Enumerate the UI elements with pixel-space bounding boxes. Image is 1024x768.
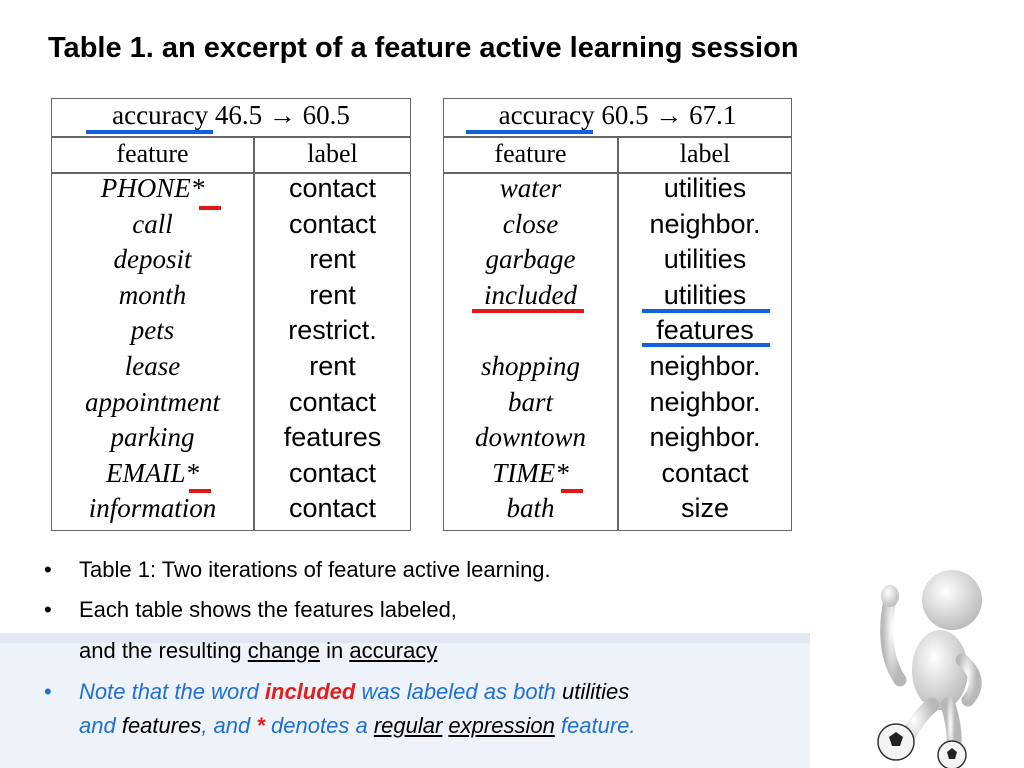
feature-cell: call bbox=[132, 208, 173, 239]
label-cell: contact bbox=[288, 386, 377, 417]
feature-cell: appointment bbox=[85, 386, 220, 417]
feature-cell: TIME* bbox=[492, 457, 569, 488]
accuracy-word: accuracy bbox=[112, 100, 209, 130]
label-cell: neighbor. bbox=[649, 422, 761, 453]
label-cell: contact bbox=[288, 457, 377, 488]
utilities-underline bbox=[642, 309, 770, 313]
bullet-dot: • bbox=[44, 557, 52, 582]
expression-word: expression bbox=[448, 713, 555, 738]
label-cell: rent bbox=[309, 244, 356, 275]
column-header-feature: feature bbox=[494, 139, 567, 168]
feature-cell: bath bbox=[506, 493, 555, 524]
accuracy-word: accuracy bbox=[349, 638, 438, 663]
regex-star-underline bbox=[189, 489, 211, 493]
feature-cell: month bbox=[118, 279, 187, 310]
feature-cell: shopping bbox=[480, 351, 580, 381]
feature-cell: garbage bbox=[485, 244, 576, 275]
label-cell: contact bbox=[288, 208, 377, 239]
column-header-feature: feature bbox=[116, 139, 189, 168]
label-cell: rent bbox=[309, 279, 356, 310]
feature-cell: PHONE* bbox=[100, 173, 205, 203]
feature-cell: pets bbox=[130, 315, 175, 346]
bullet-text: and features, and * denotes a regular ex… bbox=[79, 713, 636, 738]
label-cell: neighbor. bbox=[649, 351, 761, 381]
label-cell: utilities bbox=[663, 244, 747, 275]
feature-cell: deposit bbox=[113, 244, 192, 275]
feature-table-right: accuracy 60.5 → 67.1 feature label water… bbox=[443, 98, 792, 531]
regular-word: regular bbox=[373, 713, 443, 738]
regex-star-underline bbox=[561, 489, 583, 493]
change-word: change bbox=[247, 638, 320, 663]
bottom-background-band bbox=[0, 633, 810, 768]
bullet-text: Note that the word included was labeled … bbox=[79, 679, 630, 704]
included-underline bbox=[472, 309, 584, 313]
accuracy-values: 46.5 → 60.5 bbox=[214, 100, 350, 130]
feature-cell: EMAIL* bbox=[106, 457, 199, 488]
accuracy-caption: accuracy 60.5 → 67.1 bbox=[444, 102, 791, 129]
accuracy-values: 60.5 → 67.1 bbox=[601, 100, 737, 130]
feature-cell: close bbox=[502, 208, 559, 239]
table-divider bbox=[52, 136, 410, 138]
label-cell: features bbox=[656, 315, 754, 346]
column-header-label: label bbox=[307, 139, 358, 168]
accuracy-underline bbox=[86, 130, 213, 134]
bullet-dot: • bbox=[44, 679, 52, 704]
label-cell: size bbox=[680, 493, 729, 524]
bullet-text: and the resulting change in accuracy bbox=[79, 638, 438, 663]
label-cell: neighbor. bbox=[649, 208, 761, 239]
included-word: included bbox=[264, 679, 356, 704]
label-cell: features bbox=[283, 422, 382, 453]
feature-cell: downtown bbox=[474, 422, 587, 453]
label-cell: contact bbox=[288, 173, 377, 203]
label-cell: rent bbox=[309, 351, 356, 381]
star-symbol: * bbox=[256, 713, 265, 738]
label-cell: contact bbox=[288, 493, 377, 524]
bottom-background-strip bbox=[0, 633, 810, 643]
label-cell: restrict. bbox=[288, 315, 377, 346]
bullet-text: Each table shows the features labeled, bbox=[79, 597, 457, 622]
regex-star-underline bbox=[199, 206, 221, 210]
accuracy-caption: accuracy 46.5 → 60.5 bbox=[52, 102, 410, 129]
feature-table-left: accuracy 46.5 → 60.5 feature label PHONE… bbox=[51, 98, 411, 531]
bullet-dot: • bbox=[44, 597, 52, 622]
bullet-text: Table 1: Two iterations of feature activ… bbox=[79, 557, 551, 582]
feature-cell: lease bbox=[124, 351, 181, 381]
label-cell: neighbor. bbox=[649, 386, 761, 417]
column-header-label: label bbox=[679, 139, 731, 168]
figure-with-soccer-balls-icon bbox=[877, 570, 982, 768]
label-cell: utilities bbox=[663, 173, 747, 203]
table-divider bbox=[52, 172, 410, 174]
label-cell: contact bbox=[661, 457, 749, 488]
accuracy-underline bbox=[466, 130, 593, 134]
features-underline bbox=[642, 343, 770, 347]
table-column-divider bbox=[253, 136, 255, 530]
feature-cell: parking bbox=[110, 422, 195, 453]
label-cell: utilities bbox=[663, 279, 747, 310]
feature-cell: included bbox=[484, 279, 577, 310]
feature-cell: information bbox=[88, 493, 217, 524]
slide-title: Table 1. an excerpt of a feature active … bbox=[48, 32, 799, 64]
table-column-divider bbox=[617, 136, 619, 530]
feature-cell: water bbox=[499, 173, 562, 203]
accuracy-word: accuracy bbox=[498, 100, 595, 130]
feature-cell: bart bbox=[507, 386, 553, 417]
